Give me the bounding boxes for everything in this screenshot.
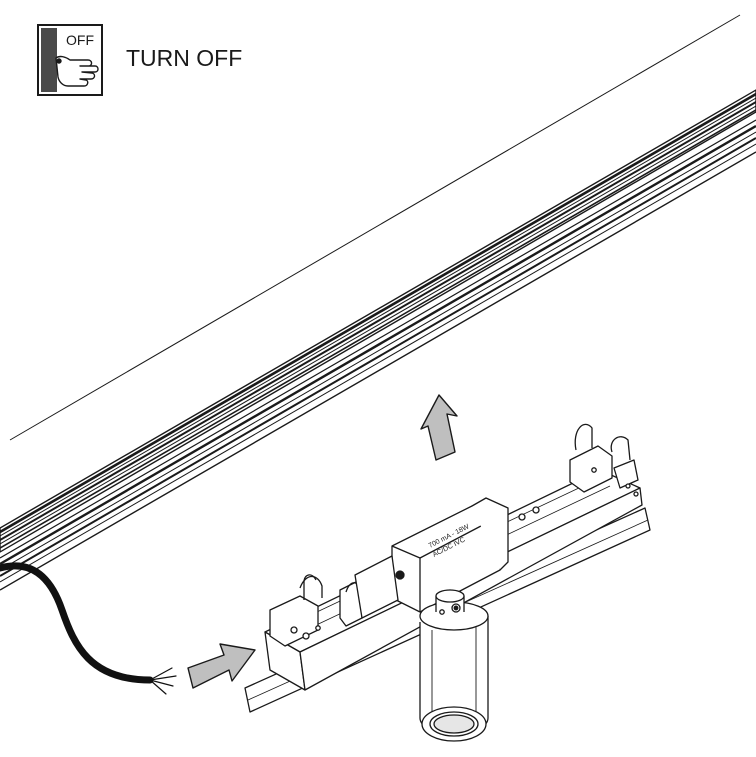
switch-label: OFF xyxy=(66,32,94,48)
track-rail xyxy=(0,89,756,591)
instruction-text: TURN OFF xyxy=(126,45,242,71)
hand-press-icon xyxy=(55,55,99,87)
ceiling-edge xyxy=(9,14,741,441)
insert-arrow-icon xyxy=(187,643,256,689)
spotlight xyxy=(419,589,489,742)
driver-housing: 700 mA - 18W AC/DC IVC xyxy=(354,497,509,619)
power-cable xyxy=(0,562,177,695)
up-arrow-icon xyxy=(420,394,458,461)
